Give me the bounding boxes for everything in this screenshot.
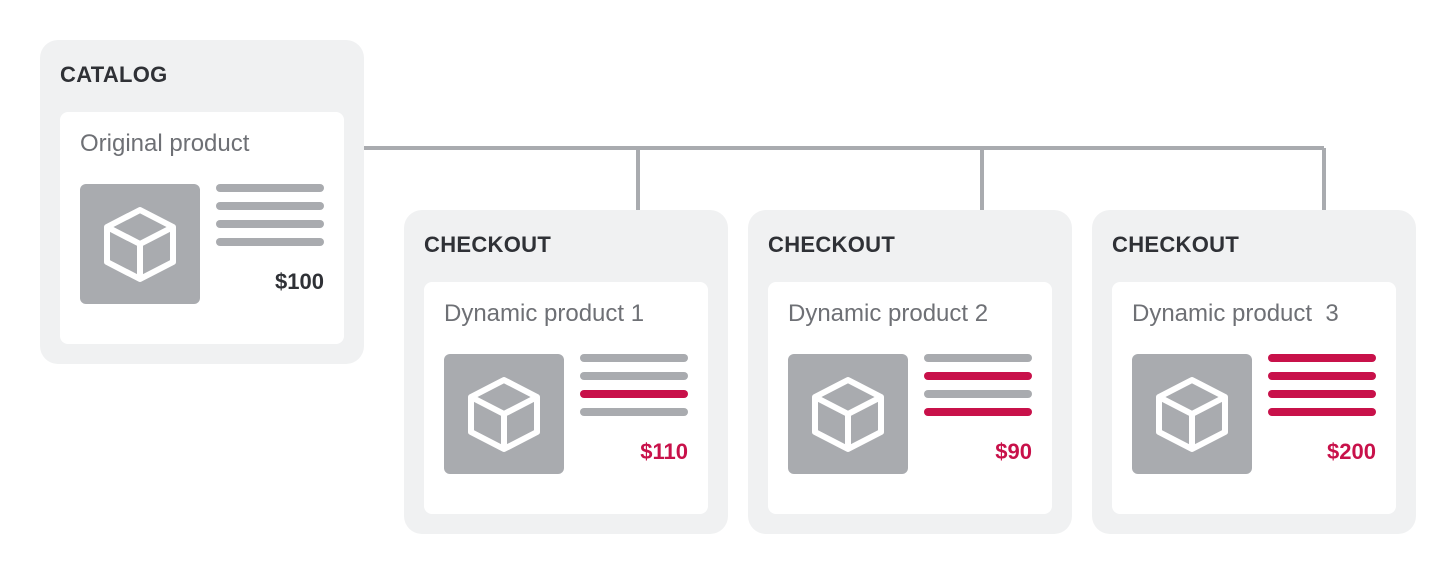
description-line — [216, 238, 324, 246]
product-card-dynamic-3[interactable]: Dynamic product 3 $200 — [1112, 282, 1396, 514]
description-line — [580, 372, 688, 380]
description-line-changed — [1268, 408, 1376, 416]
description-line — [216, 184, 324, 192]
checkout-panel-2: CHECKOUT Dynamic product 2 $90 — [748, 210, 1072, 534]
description-line — [216, 202, 324, 210]
description-line — [924, 354, 1032, 362]
product-price: $100 — [275, 269, 324, 294]
checkout-panel-3: CHECKOUT Dynamic product 3 $200 — [1092, 210, 1416, 534]
product-name: Original product — [80, 130, 250, 157]
product-name: Dynamic product 1 — [444, 300, 645, 327]
description-line — [216, 220, 324, 228]
description-line-changed — [924, 408, 1032, 416]
box-icon — [812, 377, 884, 452]
description-line-changed — [1268, 372, 1376, 380]
product-card-original[interactable]: Original product $100 — [60, 112, 344, 344]
catalog-panel: CATALOG Original product $100 — [40, 40, 364, 364]
box-icon — [468, 377, 540, 452]
description-line-changed — [924, 372, 1032, 380]
product-name: Dynamic product 2 — [788, 300, 989, 327]
panel-title: CHECKOUT — [1112, 232, 1240, 257]
box-icon — [1156, 377, 1228, 452]
description-line — [580, 354, 688, 362]
panel-title: CHECKOUT — [424, 232, 552, 257]
product-price: $110 — [640, 439, 688, 464]
description-line — [580, 408, 688, 416]
product-card-dynamic-1[interactable]: Dynamic product 1 $110 — [424, 282, 708, 514]
box-icon — [104, 207, 176, 282]
product-price: $90 — [995, 439, 1032, 464]
panel-title: CHECKOUT — [768, 232, 896, 257]
description-line — [924, 390, 1032, 398]
product-name: Dynamic product 3 — [1132, 300, 1339, 327]
product-thumbnail — [80, 184, 200, 304]
description-line-changed — [580, 390, 688, 398]
product-thumbnail — [444, 354, 564, 474]
product-thumbnail — [788, 354, 908, 474]
checkout-panel-1: CHECKOUT Dynamic product 1 $110 — [404, 210, 728, 534]
product-thumbnail — [1132, 354, 1252, 474]
product-price: $200 — [1327, 439, 1376, 464]
description-line-changed — [1268, 390, 1376, 398]
description-line-changed — [1268, 354, 1376, 362]
product-card-dynamic-2[interactable]: Dynamic product 2 $90 — [768, 282, 1052, 514]
panel-title: CATALOG — [60, 62, 168, 87]
